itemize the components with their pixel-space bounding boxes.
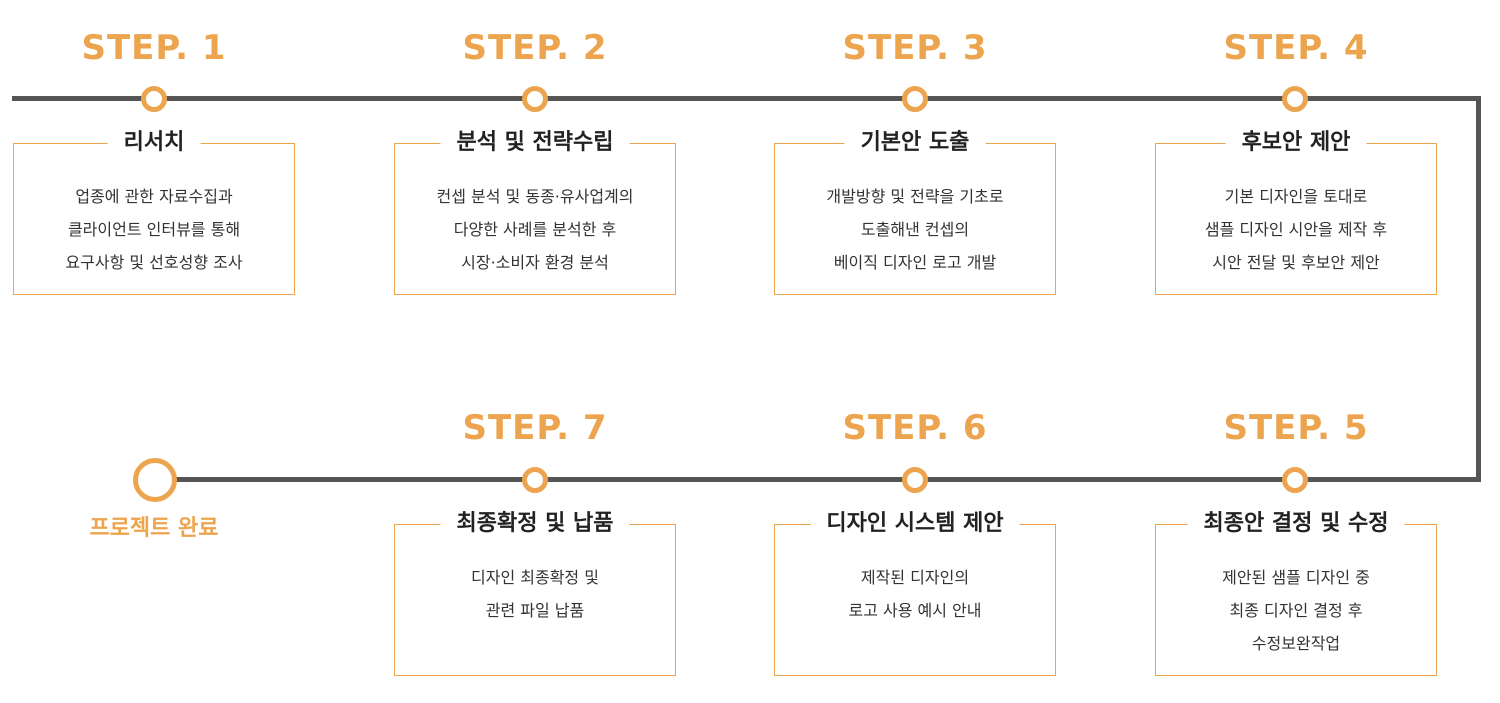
step-6-line: 제작된 디자인의 — [860, 568, 970, 587]
step-4-line: 샘플 디자인 시안을 제작 후 — [1204, 220, 1388, 239]
step-5-card: 최종안 결정 및 수정 제안된 샘플 디자인 중 최종 디자인 결정 후 수정보… — [1155, 509, 1437, 676]
step-7-node — [522, 467, 548, 493]
step-1-line: 요구사항 및 선호성향 조사 — [65, 253, 243, 272]
step-4-description: 기본 디자인을 토대로 샘플 디자인 시안을 제작 후 시안 전달 및 후보안 … — [1156, 180, 1436, 279]
step-3-node — [902, 86, 928, 112]
step-2-title: 분석 및 전략수립 — [440, 128, 630, 158]
step-5-label: STEP. 5 — [1223, 408, 1369, 448]
step-2-node — [522, 86, 548, 112]
step-7-title: 최종확정 및 납품 — [440, 509, 630, 539]
step-2-label: STEP. 2 — [462, 28, 608, 68]
step-1-card: 리서치 업종에 관한 자료수집과 클라이언트 인터뷰를 통해 요구사항 및 선호… — [13, 128, 295, 295]
step-5-title: 최종안 결정 및 수정 — [1187, 509, 1405, 539]
step-4-line: 시안 전달 및 후보안 제안 — [1212, 253, 1380, 272]
step-7-line: 관련 파일 납품 — [485, 601, 585, 620]
step-4-line: 기본 디자인을 토대로 — [1224, 187, 1368, 206]
step-3-line: 도출해낸 컨셉의 — [860, 220, 970, 239]
step-6-node — [902, 467, 928, 493]
process-line-top — [12, 96, 1481, 101]
step-1-line: 클라이언트 인터뷰를 통해 — [67, 220, 241, 239]
step-7-line: 디자인 최종확정 및 — [471, 568, 599, 587]
process-line-right — [1476, 96, 1481, 482]
step-5-line: 최종 디자인 결정 후 — [1229, 601, 1363, 620]
project-complete-label: 프로젝트 완료 — [89, 516, 219, 541]
step-7-card: 최종확정 및 납품 디자인 최종확정 및 관련 파일 납품 — [394, 509, 676, 676]
project-complete-node — [133, 458, 177, 502]
step-7-label: STEP. 7 — [462, 408, 608, 448]
step-1-description: 업종에 관한 자료수집과 클라이언트 인터뷰를 통해 요구사항 및 선호성향 조… — [14, 180, 294, 279]
step-1-title: 리서치 — [107, 128, 201, 158]
step-1-node — [141, 86, 167, 112]
step-6-label: STEP. 6 — [842, 408, 988, 448]
step-5-line: 제안된 샘플 디자인 중 — [1222, 568, 1370, 587]
process-line-bottom — [154, 477, 1481, 482]
step-6-line: 로고 사용 예시 안내 — [848, 601, 982, 620]
step-3-label: STEP. 3 — [842, 28, 988, 68]
step-4-label: STEP. 4 — [1223, 28, 1369, 68]
step-4-title: 후보안 제안 — [1225, 128, 1367, 158]
step-2-line: 다양한 사례를 분석한 후 — [453, 220, 617, 239]
step-1-line: 업종에 관한 자료수집과 — [75, 187, 233, 206]
step-1-label: STEP. 1 — [81, 28, 227, 68]
step-6-card: 디자인 시스템 제안 제작된 디자인의 로고 사용 예시 안내 — [774, 509, 1056, 676]
step-2-line: 시장·소비자 환경 분석 — [461, 253, 609, 272]
step-4-card: 후보안 제안 기본 디자인을 토대로 샘플 디자인 시안을 제작 후 시안 전달… — [1155, 128, 1437, 295]
step-6-title: 디자인 시스템 제안 — [810, 509, 1020, 539]
step-2-description: 컨셉 분석 및 동종·유사업계의 다양한 사례를 분석한 후 시장·소비자 환경… — [395, 180, 675, 279]
step-6-description: 제작된 디자인의 로고 사용 예시 안내 — [775, 561, 1055, 627]
step-2-line: 컨셉 분석 및 동종·유사업계의 — [436, 187, 634, 206]
step-5-line: 수정보완작업 — [1251, 634, 1341, 653]
step-3-line: 베이직 디자인 로고 개발 — [833, 253, 997, 272]
step-2-card: 분석 및 전략수립 컨셉 분석 및 동종·유사업계의 다양한 사례를 분석한 후… — [394, 128, 676, 295]
step-3-description: 개발방향 및 전략을 기초로 도출해낸 컨셉의 베이직 디자인 로고 개발 — [775, 180, 1055, 279]
step-3-card: 기본안 도출 개발방향 및 전략을 기초로 도출해낸 컨셉의 베이직 디자인 로… — [774, 128, 1056, 295]
step-4-node — [1282, 86, 1308, 112]
step-3-title: 기본안 도출 — [844, 128, 986, 158]
step-5-description: 제안된 샘플 디자인 중 최종 디자인 결정 후 수정보완작업 — [1156, 561, 1436, 660]
step-7-description: 디자인 최종확정 및 관련 파일 납품 — [395, 561, 675, 627]
step-5-node — [1282, 467, 1308, 493]
step-3-line: 개발방향 및 전략을 기초로 — [826, 187, 1004, 206]
